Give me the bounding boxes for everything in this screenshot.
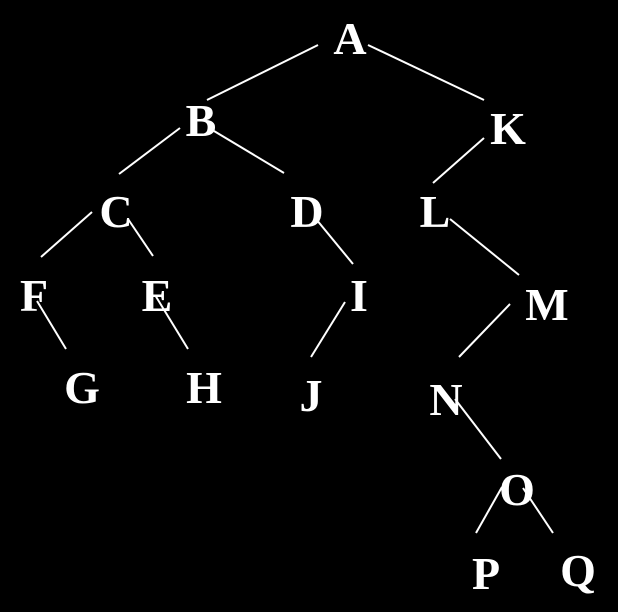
node-b: B <box>186 95 217 146</box>
edge-i-j <box>310 301 346 358</box>
edge-k-l <box>432 137 485 184</box>
node-a: A <box>333 13 366 64</box>
edge-a-b <box>206 44 319 101</box>
tree-edges <box>36 44 554 534</box>
tree-nodes: A B K C D L F E I M G H J N O P Q <box>20 13 596 599</box>
node-h: H <box>186 362 222 413</box>
node-l: L <box>420 186 451 237</box>
node-f: F <box>20 270 48 321</box>
node-m: M <box>525 279 568 330</box>
edge-b-c <box>118 127 181 175</box>
edge-l-m <box>449 218 520 276</box>
edge-m-n <box>458 303 511 358</box>
node-p: P <box>472 548 500 599</box>
edge-n-o <box>454 398 502 460</box>
node-g: G <box>64 362 100 413</box>
node-i: I <box>350 270 368 321</box>
node-o: O <box>499 464 535 515</box>
edge-e-h <box>154 294 189 350</box>
node-d: D <box>290 186 323 237</box>
edge-c-e <box>127 218 154 257</box>
edge-o-q <box>522 487 554 534</box>
node-j: J <box>300 370 323 421</box>
node-q: Q <box>560 545 596 596</box>
edge-a-k <box>367 44 485 101</box>
edge-b-d <box>213 130 285 174</box>
edge-d-i <box>315 218 354 265</box>
node-n: N <box>429 374 462 425</box>
edge-f-g <box>36 300 67 350</box>
node-e: E <box>142 270 173 321</box>
node-c: C <box>99 186 132 237</box>
node-k: K <box>490 103 526 154</box>
edge-c-f <box>40 211 93 258</box>
edge-o-p <box>475 486 503 534</box>
